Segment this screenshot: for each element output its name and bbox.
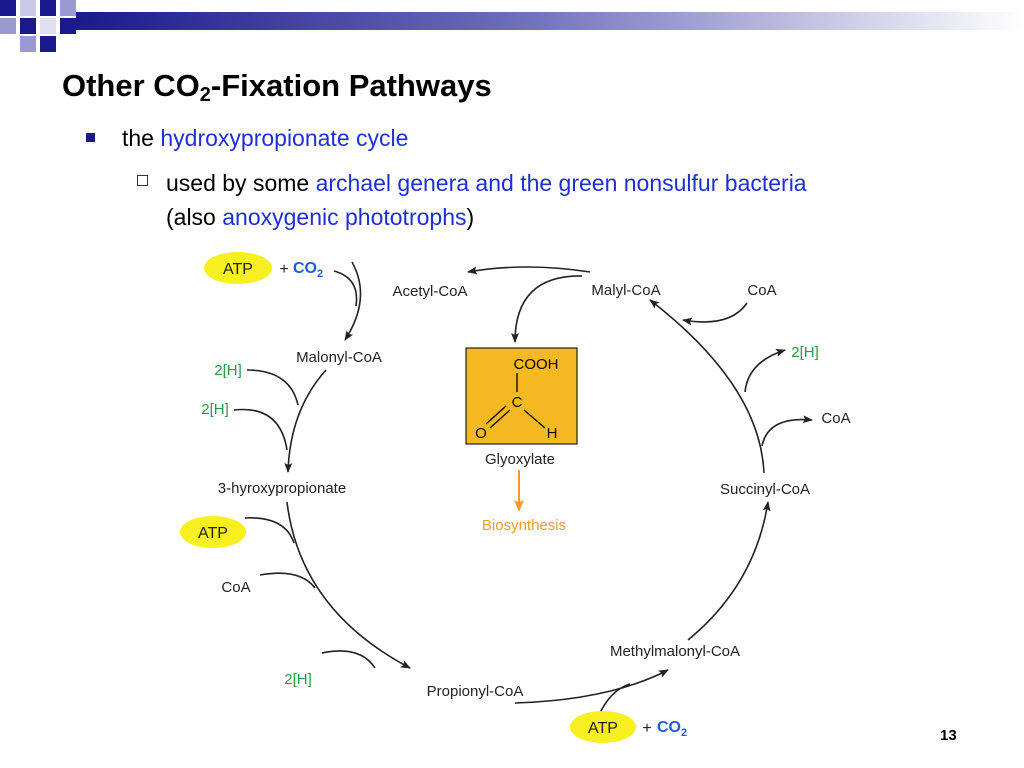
chem-o: O [475,425,487,442]
arrow-coa-out [761,415,813,447]
label-acetyl-coa: Acetyl-CoA [392,283,467,300]
atp-label-bottom: ATP [588,720,618,737]
arrow-malonyl-to-hydroxypropionate [284,369,327,473]
label-succinyl-coa: Succinyl-CoA [720,481,810,498]
label-propionyl-coa: Propionyl-CoA [427,683,524,700]
atp-badge-left [180,516,246,548]
slide-title: Other CO2-Fixation Pathways [62,68,492,106]
label-2h-2: 2[H] [201,401,229,418]
arrow-malyl-to-acetyl [467,266,591,275]
header-decoration [0,0,1024,52]
arrow-propionyl-to-methylmalonyl [514,669,669,704]
label-malyl-coa: Malyl-CoA [591,282,660,299]
atp-label-left: ATP [198,525,228,542]
label-2h-1: 2[H] [214,362,242,379]
label-coa-left: CoA [221,579,250,596]
arrow-2h-in-3 [321,650,376,669]
bond-c-h [523,409,546,429]
chem-cooh: COOH [514,356,559,373]
square-bullet-icon [86,133,95,142]
arrow-coa-in-top [682,302,748,326]
label-coa-top-right: CoA [747,282,776,299]
bond-c-o-2 [485,405,507,425]
arrow-methylmalonyl-to-succinyl [687,501,771,641]
arrow-2h-in-1 [246,369,299,406]
co2-label-bottom: CO2 [657,719,687,739]
arrow-acetyl-to-malonyl [344,261,362,341]
atp-badge-top [204,252,272,284]
arrow-succinyl-to-malyl [649,299,765,474]
arrow-2h-in-2 [233,408,288,451]
label-2h-3: 2[H] [284,671,312,688]
arrow-atp-in [244,517,295,544]
bond-c-o-1 [489,409,511,429]
atp-label-top: ATP [223,261,253,278]
co2-label-top: CO2 [293,260,323,280]
arrow-2h-out [744,348,786,393]
label-biosynthesis: Biosynthesis [482,517,566,534]
chem-h: H [547,425,558,442]
plus-top: + [279,261,288,278]
label-2h-right: 2[H] [791,344,819,361]
arrow-to-glyoxylate [511,275,583,343]
atp-badge-bottom [570,711,636,743]
arrow-hydroxypropionate-to-propionyl [286,501,411,669]
label-malonyl-coa: Malonyl-CoA [296,349,382,366]
page-number: 13 [940,727,957,744]
plus-bottom: + [642,720,651,737]
label-methylmalonyl-coa: Methylmalonyl-CoA [610,643,740,660]
chem-c: C [512,394,523,411]
label-3-hydroxypropionate: 3-hyroxypropionate [218,480,346,497]
label-glyoxylate: Glyoxylate [485,451,555,468]
hollow-square-bullet-icon [137,175,148,186]
glyoxylate-structure-box [465,347,578,445]
arrow-coa-in [259,572,316,589]
arrow-atp-co2-in [333,270,358,307]
label-coa-right: CoA [821,410,850,427]
